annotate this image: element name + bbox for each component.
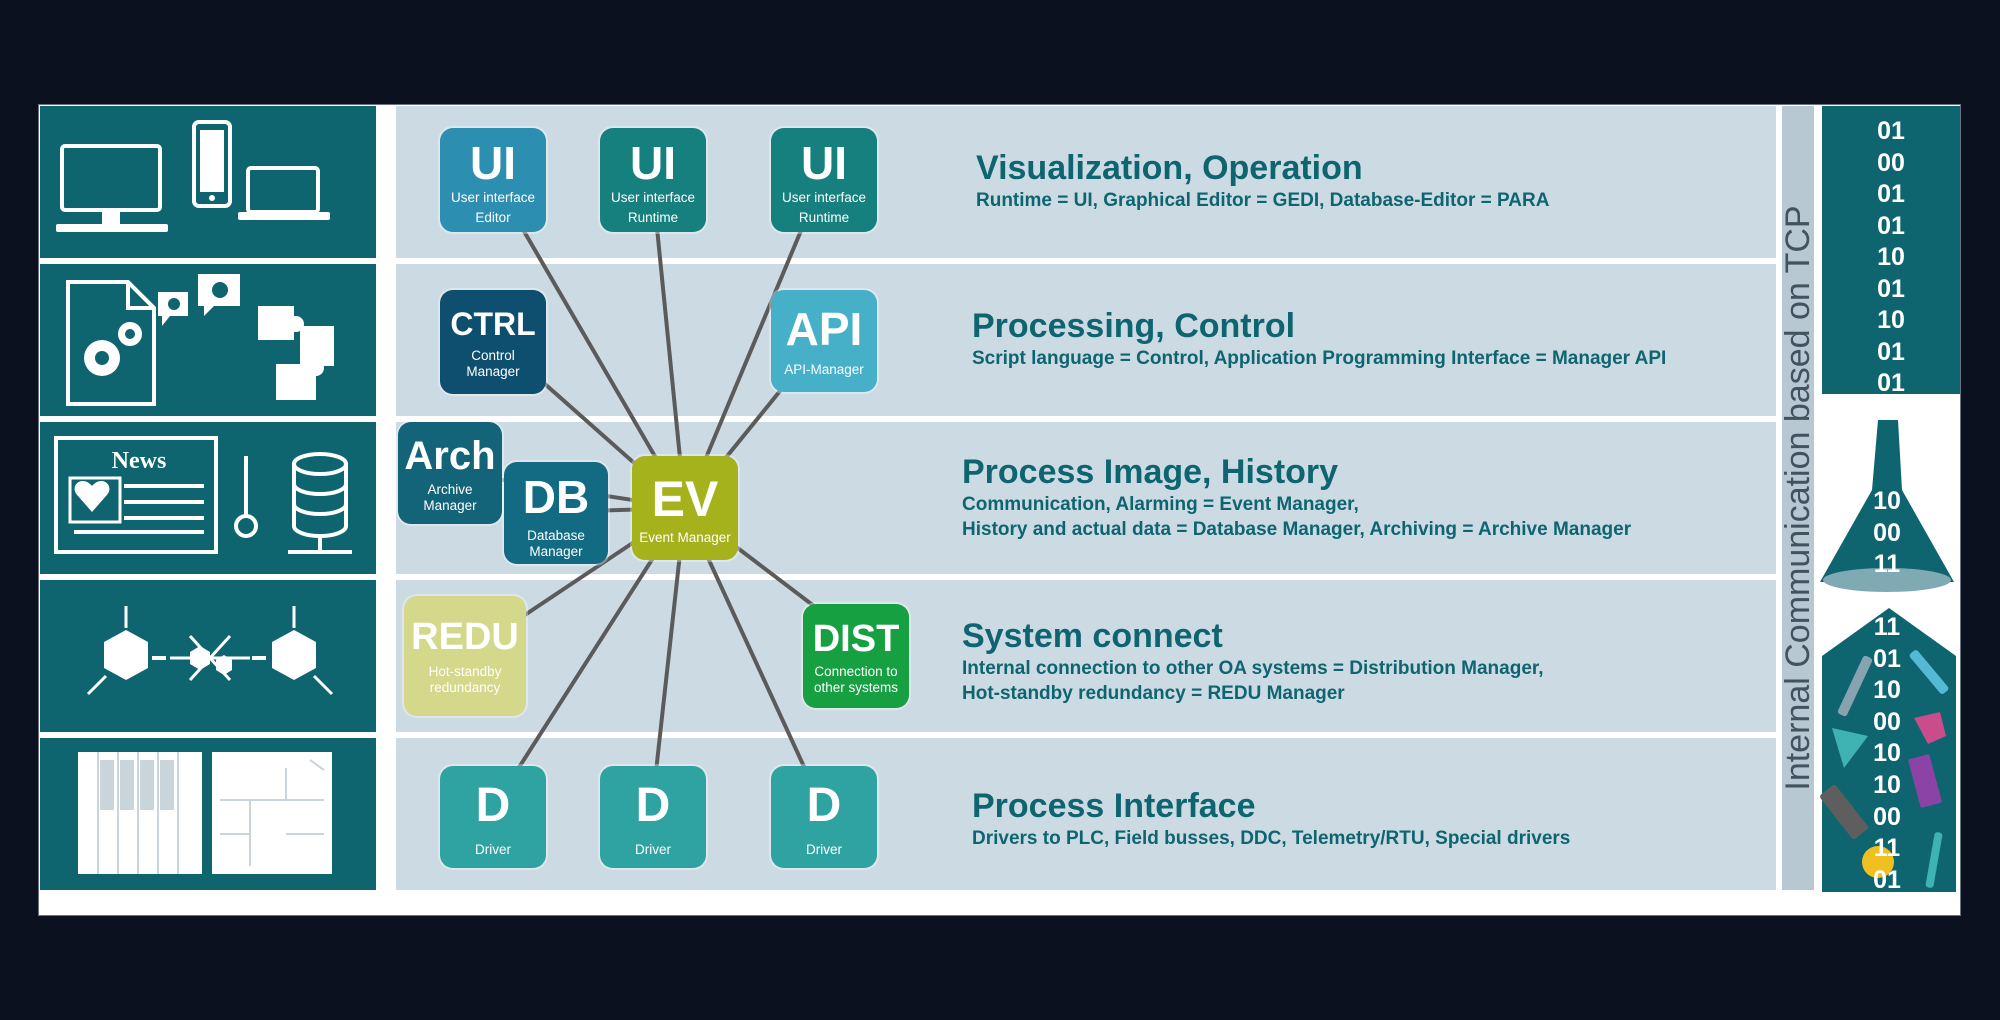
bit-pair: 00: [1877, 148, 1905, 177]
bit-pair: 10: [1873, 770, 1901, 799]
row-desc: Runtime = UI, Graphical Editor = GEDI, D…: [976, 190, 1550, 211]
node-ui-editor: UI User interface Editor: [440, 128, 546, 232]
row-title: Process Interface: [972, 787, 1256, 825]
plc-hardware-icon: [78, 752, 332, 874]
node-arch: Arch Archive Manager: [398, 422, 502, 524]
bit-pair: 01: [1873, 644, 1901, 673]
node-driver-3: D Driver: [771, 766, 877, 868]
row-icon-panel-process-interface: [40, 738, 376, 890]
row-desc: Script language = Control, Application P…: [972, 348, 1667, 369]
bit-pair: 10: [1873, 487, 1901, 515]
gears-puzzle-icon: [66, 274, 334, 406]
news-label: News: [111, 448, 167, 474]
bit-pair: 01: [1877, 337, 1905, 366]
news-thermometer-database-icon: [54, 436, 352, 554]
node-ev-event-manager: EV Event Manager: [632, 456, 738, 560]
bit-stream-funnel: 10 00 11: [1822, 486, 1952, 581]
data-fragments-icon: [1820, 608, 1956, 892]
bit-pair: 01: [1877, 180, 1905, 208]
row-icon-panel-system-connect: [40, 580, 376, 732]
row-band-system-connect: [396, 580, 1776, 732]
node-driver-1: D Driver: [440, 766, 546, 868]
node-dist: DIST Connection to other systems: [803, 604, 909, 708]
bit-pair: 00: [1873, 802, 1901, 831]
node-ui-runtime-2: UI User interface Runtime: [771, 128, 877, 232]
line-ev-ui-editor: [491, 176, 687, 510]
row-title: Visualization, Operation: [976, 149, 1363, 187]
row-text-system-connect: System connect Internal connection to ot…: [962, 616, 1544, 706]
node-driver-2: D Driver: [600, 766, 706, 868]
row-desc: Hot-standby redundancy = REDU Manager: [962, 683, 1345, 704]
bit-pair: 11: [1873, 550, 1901, 578]
bit-pair: 00: [1873, 707, 1901, 736]
row-band-processing: [396, 264, 1776, 416]
row-text-visualization: Visualization, Operation Runtime = UI, G…: [976, 148, 1549, 213]
bit-pair: 10: [1877, 243, 1905, 271]
bit-pair: 01: [1877, 117, 1905, 145]
row-title: System connect: [962, 617, 1223, 655]
row-desc: History and actual data = Database Manag…: [962, 519, 1632, 540]
row-desc: Communication, Alarming = Event Manager,: [962, 494, 1359, 515]
network-cubes-icon: [86, 606, 334, 696]
line-ev-ui-runtime-1: [650, 177, 687, 509]
bit-pair: 01: [1877, 274, 1905, 303]
bit-pair: 10: [1873, 676, 1901, 705]
bit-stream-top: 01 00 01 01 10 01 10 01 01: [1822, 106, 1960, 397]
row-icon-panel-processing: [40, 264, 376, 416]
bit-pair: 01: [1873, 865, 1901, 894]
bit-pair: 11: [1873, 834, 1901, 863]
row-title: Processing, Control: [972, 307, 1296, 345]
row-text-process-image: Process Image, History Communication, Al…: [962, 452, 1631, 542]
computer-devices-icon: [56, 120, 330, 232]
row-text-process-interface: Process Interface Drivers to PLC, Field …: [972, 786, 1570, 851]
node-db: DB Database Manager: [504, 462, 608, 564]
row-title: Process Image, History: [962, 453, 1339, 491]
bit-pair: 00: [1873, 518, 1901, 547]
row-desc: Internal connection to other OA systems …: [962, 658, 1544, 679]
funnel-icon: [1820, 420, 1954, 592]
bit-pair: 01: [1877, 211, 1905, 240]
bit-pair: 01: [1877, 369, 1905, 397]
row-icon-panel-process-image: News: [40, 422, 376, 574]
node-redu: REDU Hot-standby redundancy: [404, 596, 526, 716]
row-text-processing: Processing, Control Script language = Co…: [972, 306, 1666, 371]
line-ev-ui-runtime-2: [683, 177, 825, 509]
row-desc: Drivers to PLC, Field busses, DDC, Telem…: [972, 828, 1571, 849]
row-icon-panel-visualization: [40, 106, 376, 258]
node-api: API API-Manager: [771, 290, 877, 392]
bit-pair: 10: [1877, 306, 1905, 334]
bit-pair: 10: [1873, 739, 1901, 768]
tcp-bar: [1782, 106, 1814, 890]
node-ui-runtime-1: UI User interface Runtime: [600, 128, 706, 232]
node-ctrl: CTRL Control Manager: [440, 290, 546, 394]
bit-pair: 11: [1873, 613, 1901, 641]
